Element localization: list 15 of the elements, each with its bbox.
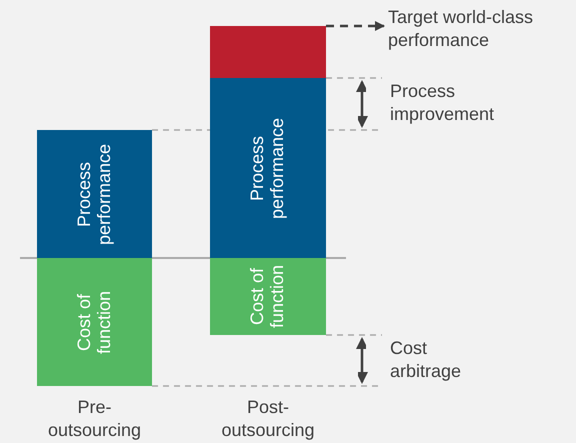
- arrow: [326, 21, 385, 31]
- bar-label: Cost of function: [248, 264, 288, 330]
- axis-label: Post-outsourcing: [220, 396, 316, 442]
- dimension-label: Process improvement: [390, 80, 496, 126]
- axis-label: Pre-outsourcing: [46, 396, 142, 442]
- bar-label: Process performance: [248, 116, 288, 221]
- bar-label: Cost of function: [74, 289, 114, 356]
- dimension-label: Cost arbitrage: [390, 337, 462, 384]
- bar-segment: [37, 130, 152, 258]
- bar-segment: [37, 258, 152, 386]
- bar-label: Process performance: [74, 142, 114, 247]
- bar-segment: [210, 258, 326, 335]
- bar-segment: [210, 78, 326, 258]
- target-bar: [210, 26, 326, 78]
- callout-text: Target world-class performance: [388, 6, 568, 53]
